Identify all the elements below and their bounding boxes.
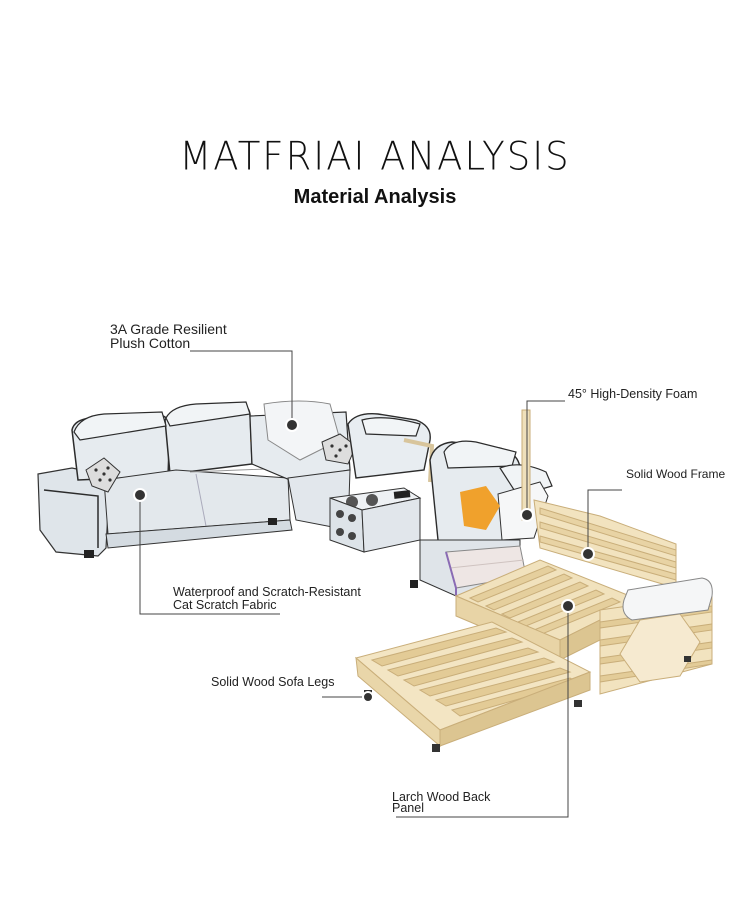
chaise-wood-platform <box>354 621 592 752</box>
callout-cotton-line1: 3A Grade Resilient <box>110 321 227 337</box>
page-subtitle: Material Analysis <box>293 186 457 208</box>
callout-fabric-line1: Waterproof and Scratch-Resistant <box>173 585 361 599</box>
callout-cotton-line2: Plush Cotton <box>110 335 191 351</box>
callout-panel-line1: Larch Wood Back <box>392 790 491 804</box>
wood-frame-back <box>521 409 677 589</box>
callout-panel: Larch Wood Back Panel <box>392 790 491 815</box>
page-title: MATFRIAI ANALYSIS <box>179 133 571 180</box>
ottoman-frame <box>599 577 713 695</box>
corner-section <box>249 400 357 531</box>
callout-panel-line2: Panel <box>392 801 424 815</box>
console-section <box>329 413 435 553</box>
callout-legs: Solid Wood Sofa Legs <box>211 675 335 689</box>
callout-dots <box>133 418 595 703</box>
callout-foam: 45° High-Density Foam <box>568 387 698 401</box>
callout-fabric-line2: Cat Scratch Fabric <box>173 598 277 612</box>
callout-lines <box>139 350 622 818</box>
callout-cotton: 3A Grade Resilient Plush Cotton <box>110 322 227 350</box>
callout-frame: Solid Wood Frame <box>626 467 726 481</box>
callout-fabric: Waterproof and Scratch-Resistant Cat Scr… <box>173 586 361 612</box>
